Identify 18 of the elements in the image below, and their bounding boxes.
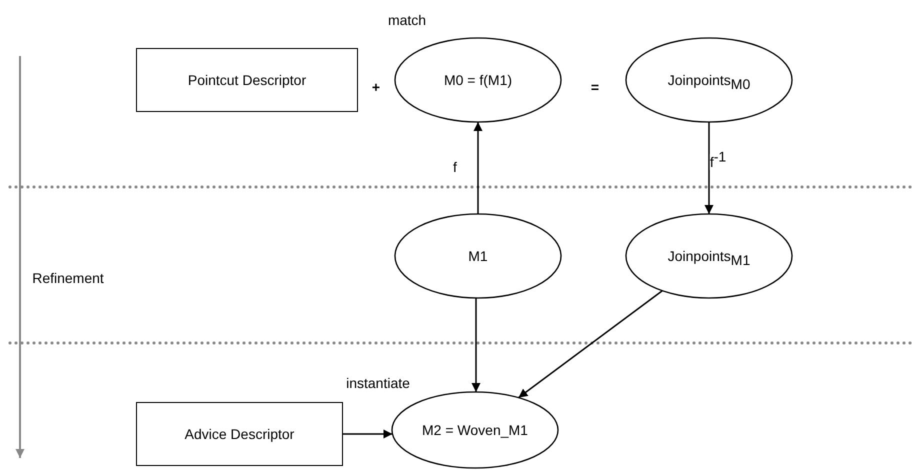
text-label: match <box>388 12 426 28</box>
edge-label: f <box>453 159 457 175</box>
node-label: M0 = f(M1) <box>444 72 512 88</box>
node-label: Pointcut Descriptor <box>188 72 306 88</box>
arrow <box>704 122 714 214</box>
process-box <box>136 402 343 466</box>
arrow <box>474 122 482 214</box>
arrow <box>472 298 480 392</box>
node-label: Advice Descriptor <box>184 426 294 442</box>
node-label: M2 = Woven_M1 <box>422 422 528 438</box>
arrow <box>518 290 663 398</box>
text-label: Refinement <box>32 270 104 286</box>
node-label: M1 <box>468 248 488 264</box>
text-label: = <box>590 79 600 95</box>
text-label: instantiate <box>346 375 410 391</box>
arrow <box>343 430 392 438</box>
text-label: + <box>372 79 380 95</box>
process-box <box>136 48 358 112</box>
